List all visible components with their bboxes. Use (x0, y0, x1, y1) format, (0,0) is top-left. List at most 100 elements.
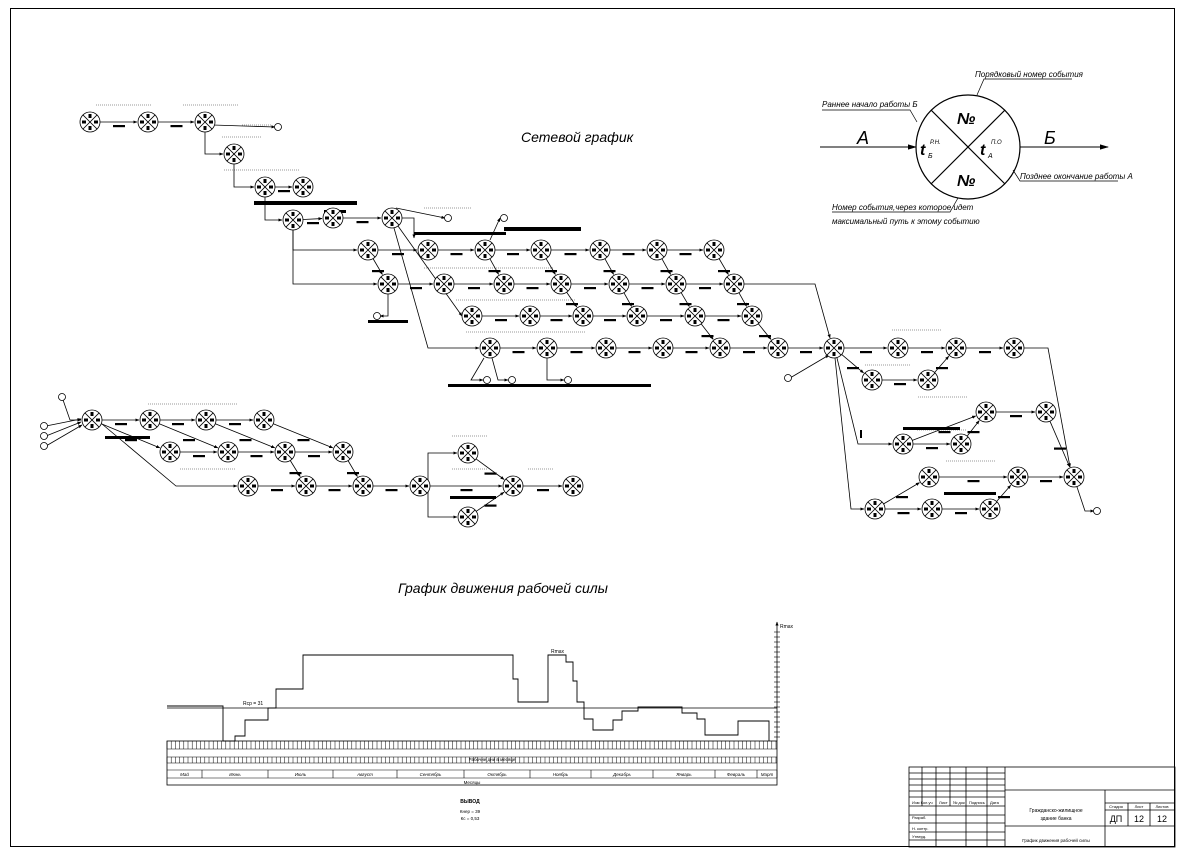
work-arrow (212, 124, 276, 129)
reference-event (373, 312, 381, 320)
work-arrow (834, 357, 865, 511)
peak-workforce-label: Rmax (551, 649, 565, 655)
work-arrow (215, 423, 276, 449)
event-node (223, 143, 245, 165)
working-days-label: Рабочие дни в месяце (469, 757, 516, 762)
event-node (550, 273, 572, 295)
work-arrow (1024, 347, 1071, 468)
duration-mark (512, 351, 525, 354)
reference-event (483, 376, 491, 384)
event-node (237, 475, 259, 497)
reference-event (784, 374, 792, 382)
duration-mark (660, 319, 672, 322)
event-node (194, 111, 216, 133)
event-node (887, 337, 909, 359)
duration-mark (967, 480, 980, 483)
work-arrow (101, 423, 161, 449)
work-arrow (1076, 486, 1095, 513)
event-node (377, 273, 399, 295)
stamp-col-0: Лист (939, 800, 948, 805)
work-arrow (101, 423, 238, 488)
duration-mark (468, 287, 480, 290)
legend-right-sup: П.О (991, 140, 1002, 146)
duration-mark (170, 125, 183, 128)
month-label: Май (180, 771, 189, 777)
duration-mark (229, 423, 241, 426)
stamp-col-1: № док (953, 800, 965, 805)
event-node (357, 239, 379, 261)
project-name-2: здание банка (1041, 816, 1072, 822)
duration-mark (936, 367, 948, 370)
duration-mark (347, 472, 359, 475)
event-node (81, 409, 103, 431)
critical-bar (944, 492, 996, 495)
event-node (572, 305, 594, 327)
duration-mark (800, 351, 812, 354)
duration-mark (564, 253, 577, 256)
duration-mark (172, 423, 184, 426)
duration-mark (125, 439, 137, 442)
event-node (1003, 337, 1025, 359)
duration-mark (926, 447, 938, 450)
event-node (892, 433, 914, 455)
event-node (530, 239, 552, 261)
event-node (823, 337, 845, 359)
work-arrow (302, 217, 323, 221)
duration-mark (955, 512, 967, 515)
legend-arrow-out-label: Б (1044, 128, 1056, 148)
work-arrow (273, 423, 334, 449)
event-node (950, 433, 972, 455)
event-node (295, 475, 317, 497)
work-arrow (45, 418, 82, 427)
work-arrow (402, 217, 416, 239)
work-arrow (393, 227, 480, 350)
duration-mark (484, 472, 497, 475)
critical-bar (448, 384, 651, 387)
duration-mark (743, 351, 755, 354)
duration-mark (297, 439, 310, 442)
duration-mark (896, 496, 908, 499)
duration-mark (460, 489, 473, 492)
legend-left-time: t (920, 142, 926, 159)
critical-bar (105, 436, 150, 439)
reference-event (564, 376, 572, 384)
work-arrow (427, 492, 458, 519)
event-node (159, 441, 181, 463)
event-node (626, 305, 648, 327)
work-arrow (836, 357, 893, 446)
duration-mark (897, 512, 910, 515)
event-node (608, 273, 630, 295)
event-node (536, 337, 558, 359)
sheet-title: График движения рабочей силы (1022, 837, 1090, 843)
event-node (975, 401, 997, 423)
event-node (918, 466, 940, 488)
work-arrow (204, 132, 224, 156)
duration-mark (685, 351, 698, 354)
duration-mark (679, 253, 692, 256)
month-label: Сентябрь (420, 772, 442, 777)
reference-event (40, 442, 48, 450)
stamp-row-2: Н. контр. (912, 826, 929, 831)
event-legend: А Б № № t Б Р.Н. t А П.О Порядковый номе… (820, 70, 1133, 226)
reference-event (40, 422, 48, 430)
duration-mark (113, 125, 125, 128)
duration-mark (488, 270, 501, 273)
month-label: Март (761, 772, 774, 777)
event-node (417, 239, 439, 261)
event-node (741, 305, 763, 327)
duration-mark (717, 319, 730, 322)
event-node (1035, 401, 1057, 423)
event-node (457, 506, 479, 528)
work-arrow (789, 354, 830, 379)
legend-label-left: Раннее начало работы Б (822, 100, 918, 109)
title-block-text: Гражданско-жилищное здание банка График … (912, 800, 1169, 843)
duration-mark (1010, 415, 1022, 418)
duration-mark (628, 351, 641, 354)
duration-mark (584, 287, 596, 290)
event-node (381, 207, 403, 229)
critical-bar (368, 320, 408, 323)
legend-bottom-number: № (957, 173, 976, 190)
duration-mark (1054, 447, 1066, 450)
